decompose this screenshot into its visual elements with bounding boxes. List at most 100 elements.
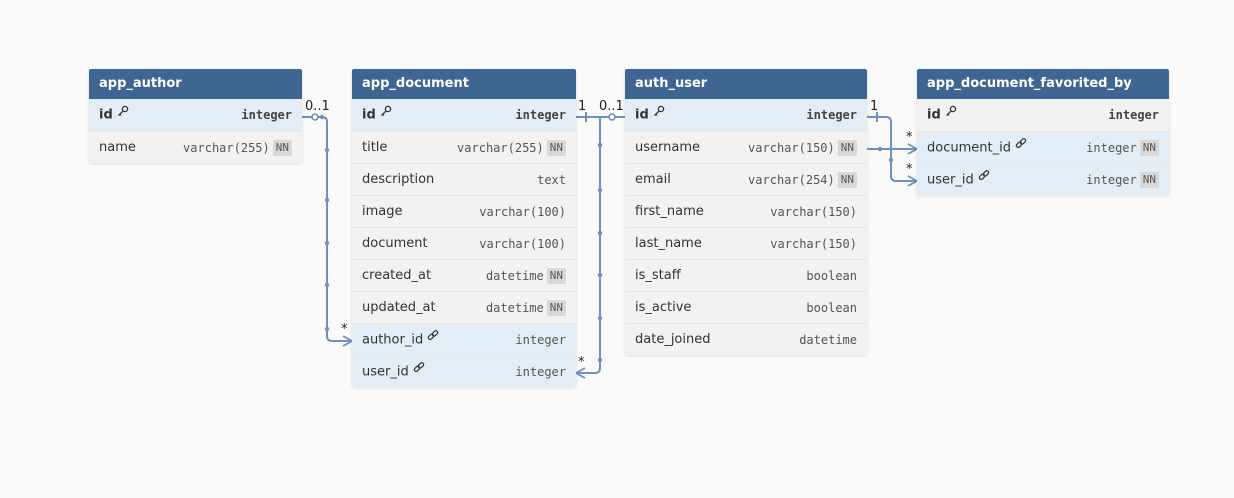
column-type-text: datetime — [485, 269, 544, 283]
column-row-name[interactable]: name varchar(255)NN — [89, 131, 302, 163]
not-null-badge: NN — [837, 171, 857, 188]
key-icon — [380, 98, 392, 130]
column-name-text: user_id — [362, 364, 409, 380]
column-type-text: integer — [1086, 173, 1137, 187]
column-name: date_joined — [635, 324, 710, 355]
column-type: integer — [515, 99, 566, 131]
column-name: author_id — [362, 324, 439, 357]
table-title: app_author — [89, 69, 302, 99]
column-type: integer — [1108, 99, 1159, 131]
key-icon — [653, 98, 665, 130]
column-name-text: description — [362, 172, 435, 187]
column-type-text: varchar(150) — [770, 237, 857, 251]
link-dot-4 — [597, 315, 603, 321]
key-icon — [945, 98, 957, 130]
optional-marker — [311, 113, 319, 121]
cardinality-fav-user-fk: * — [906, 162, 913, 177]
column-name: username — [635, 132, 700, 164]
column-name-text: date_joined — [635, 332, 711, 347]
column-name-text: document — [362, 236, 428, 251]
link-joint — [319, 114, 325, 120]
column-type-text: varchar(100) — [479, 237, 566, 251]
link-dot-0 — [597, 142, 603, 148]
column-name-text: updated_at — [362, 300, 436, 315]
column-type-text: integer — [806, 108, 857, 122]
column-type: varchar(255)NN — [457, 132, 566, 164]
column-name: id — [635, 99, 665, 132]
column-name: is_active — [635, 292, 691, 324]
key-icon — [117, 98, 129, 130]
table-title: app_document_favorited_by — [917, 69, 1169, 99]
column-type-text: integer — [515, 333, 566, 347]
cardinality-document-pk: 1 — [578, 99, 587, 114]
column-name-text: id — [635, 107, 649, 123]
column-type: datetime — [799, 324, 857, 355]
column-name: name — [99, 132, 136, 163]
column-name-text: user_id — [927, 172, 974, 188]
link-icon — [1015, 131, 1027, 163]
column-name: id — [362, 99, 392, 132]
not-null-badge: NN — [837, 139, 857, 156]
column-name-text: is_staff — [635, 268, 681, 283]
column-name-text: name — [99, 140, 136, 155]
table-title: auth_user — [625, 69, 867, 99]
column-name: document_id — [927, 132, 1027, 165]
cardinality-fav-document-fk: * — [906, 130, 913, 145]
column-row-id[interactable]: id integer — [352, 99, 576, 131]
table-title: app_document — [352, 69, 576, 99]
column-name-text: image — [362, 204, 403, 219]
column-row-document[interactable]: document varchar(100) — [352, 227, 576, 259]
column-row-id[interactable]: id integer — [625, 99, 867, 131]
link-icon — [413, 355, 425, 387]
column-name: updated_at — [362, 292, 436, 324]
link-joint — [888, 157, 894, 163]
not-null-badge: NN — [1139, 171, 1159, 188]
column-row-username[interactable]: username varchar(150)NN — [625, 131, 867, 163]
not-null-badge: NN — [272, 139, 292, 156]
link-icon — [427, 323, 439, 355]
column-row-date-joined[interactable]: date_joined datetime — [625, 323, 867, 355]
column-name: first_name — [635, 196, 704, 228]
column-type-text: integer — [1108, 108, 1159, 122]
column-type-text: varchar(255) — [183, 141, 270, 155]
link-dot-2 — [597, 230, 603, 236]
column-type: integer — [515, 324, 566, 356]
column-type: varchar(100) — [479, 228, 566, 260]
column-name-text: created_at — [362, 268, 432, 283]
column-type-text: varchar(150) — [748, 141, 835, 155]
cardinality-document-author-fk: * — [341, 322, 348, 337]
column-type: varchar(150)NN — [748, 132, 857, 164]
column-type: varchar(150) — [770, 228, 857, 260]
column-type-text: integer — [241, 108, 292, 122]
column-name-text: author_id — [362, 332, 424, 348]
column-name-text: is_active — [635, 300, 692, 315]
column-name: description — [362, 164, 434, 196]
not-null-badge: NN — [546, 267, 566, 284]
link-dot-3 — [597, 272, 603, 278]
column-row-image[interactable]: image varchar(100) — [352, 195, 576, 227]
column-row-title[interactable]: title varchar(255)NN — [352, 131, 576, 163]
column-row-author-id[interactable]: author_id integer — [352, 323, 576, 355]
column-name: title — [362, 132, 387, 164]
column-name-text: first_name — [635, 204, 704, 219]
column-type-text: varchar(100) — [479, 205, 566, 219]
